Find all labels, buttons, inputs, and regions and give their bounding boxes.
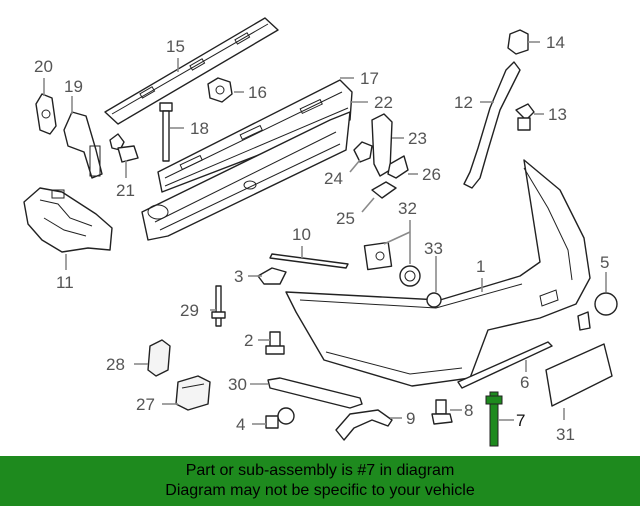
callout-28: 28: [106, 355, 125, 374]
part-8-bolt: [431, 399, 453, 425]
part-29-pin: [211, 285, 226, 327]
callout-21: 21: [116, 181, 135, 200]
callout-15: 15: [166, 37, 185, 56]
callout-5: 5: [600, 253, 609, 272]
callout-6: 6: [520, 373, 529, 392]
part-2-screw: [265, 331, 285, 355]
leader-lines: [43, 41, 607, 425]
callout-13: 13: [548, 105, 567, 124]
callout-14: 14: [546, 33, 565, 52]
info-banner: Part or sub-assembly is #7 in diagram Di…: [0, 456, 640, 506]
callout-24: 24: [324, 169, 343, 188]
callout-20: 20: [34, 57, 53, 76]
part-6-strip: [457, 341, 553, 389]
part-16-nut: [207, 77, 233, 103]
callout-25: 25: [336, 209, 355, 228]
callout-23: 23: [408, 129, 427, 148]
banner-line-1: Part or sub-assembly is #7 in diagram: [185, 462, 455, 479]
part-20-plate: [35, 93, 57, 135]
part-7-highlighted: [485, 391, 503, 447]
part-15-bracket: [104, 17, 279, 125]
part-31-plate: [545, 343, 613, 407]
callout-22: 22: [374, 93, 393, 112]
callout-1: 1: [476, 257, 485, 276]
callout-31: 31: [556, 425, 575, 444]
callout-3: 3: [234, 267, 243, 286]
part-24-grommet: [353, 141, 373, 163]
part-27-lamp: [175, 375, 211, 411]
part-1-bumper-cover: [285, 159, 591, 387]
part-12-rod: [463, 61, 521, 189]
part-30-molding: [267, 377, 363, 409]
part-25-pad: [371, 181, 397, 199]
callout-8: 8: [464, 401, 473, 420]
callout-18: 18: [190, 119, 209, 138]
part-28-reflector: [147, 339, 171, 377]
banner-line-2: Diagram may not be specific to your vehi…: [165, 482, 475, 499]
callout-16: 16: [248, 83, 267, 102]
part-21-screw: [109, 133, 139, 163]
part-4-plug: [265, 407, 295, 429]
callout-27: 27: [136, 395, 155, 414]
callout-29: 29: [180, 301, 199, 320]
part-22-absorber: [141, 111, 351, 241]
callout-12: 12: [454, 93, 473, 112]
callout-32: 32: [398, 199, 417, 218]
part-18-bolt: [159, 102, 173, 162]
part-19-bracket: [63, 111, 103, 179]
callout-9: 9: [406, 409, 415, 428]
part-11-side-bracket: [23, 187, 113, 253]
callout-30: 30: [228, 375, 247, 394]
part-13-bolt: [515, 103, 535, 131]
callout-19: 19: [64, 77, 83, 96]
part-32-sensor-bracket: [363, 241, 393, 271]
callouts: 15 20 19 16 17 18 22 21 23 24 26 25 11 1…: [34, 33, 609, 444]
part-10-strip: [269, 253, 349, 269]
callout-4: 4: [236, 415, 245, 434]
callout-7: 7: [516, 411, 525, 430]
part-3-clip: [257, 267, 287, 285]
callout-17: 17: [360, 69, 379, 88]
callout-11: 11: [56, 273, 74, 292]
callout-10: 10: [292, 225, 311, 244]
part-33-sensor: [399, 265, 442, 308]
callout-33: 33: [424, 239, 443, 258]
part-5-cover: [577, 292, 618, 331]
parts-diagram: 15 20 19 16 17 18 22 21 23 24 26 25 11 1…: [23, 17, 618, 447]
callout-26: 26: [422, 165, 441, 184]
part-17-impact-bar: [157, 79, 353, 193]
part-26-bracket: [387, 155, 409, 179]
part-9-trim: [335, 409, 393, 441]
part-14-clip: [507, 29, 529, 55]
callout-2: 2: [244, 331, 253, 350]
